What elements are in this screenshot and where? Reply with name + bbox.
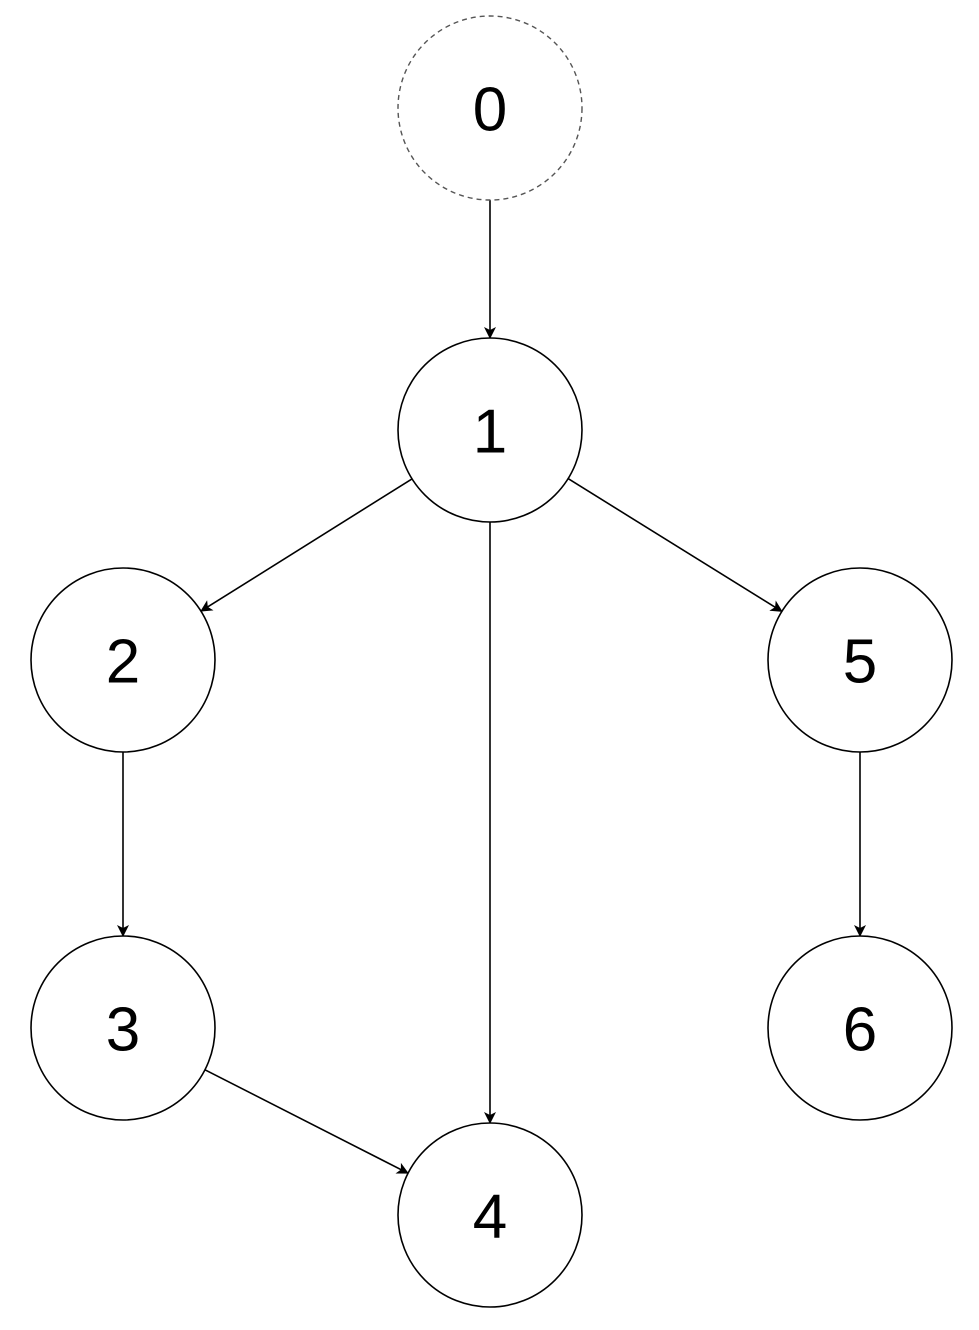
node-5-circle [767,567,953,753]
node-6: 6 [767,935,953,1121]
node-1: 1 [397,337,583,523]
edge-1-to-5 [567,477,783,613]
edge-1-to-2 [200,478,413,612]
nodes-layer: 0 1 2 3 4 5 6 [30,15,953,1308]
node-6-label: 6 [843,996,877,1065]
node-6-circle [767,935,953,1121]
node-3-label: 3 [106,996,140,1065]
node-3-circle [30,935,216,1121]
node-2-label: 2 [106,628,140,697]
edge-3-to-4 [204,1069,409,1174]
node-4: 4 [397,1122,583,1308]
node-1-label: 1 [473,398,507,467]
node-3: 3 [30,935,216,1121]
node-1-circle [397,337,583,523]
node-0-circle [397,15,583,201]
node-2: 2 [30,567,216,753]
edges-layer [117,200,866,1174]
node-5: 5 [767,567,953,753]
node-0: 0 [397,15,583,201]
node-4-circle [397,1122,583,1308]
node-0-label: 0 [473,76,507,145]
node-4-label: 4 [473,1183,507,1252]
node-5-label: 5 [843,628,877,697]
node-2-circle [30,567,216,753]
